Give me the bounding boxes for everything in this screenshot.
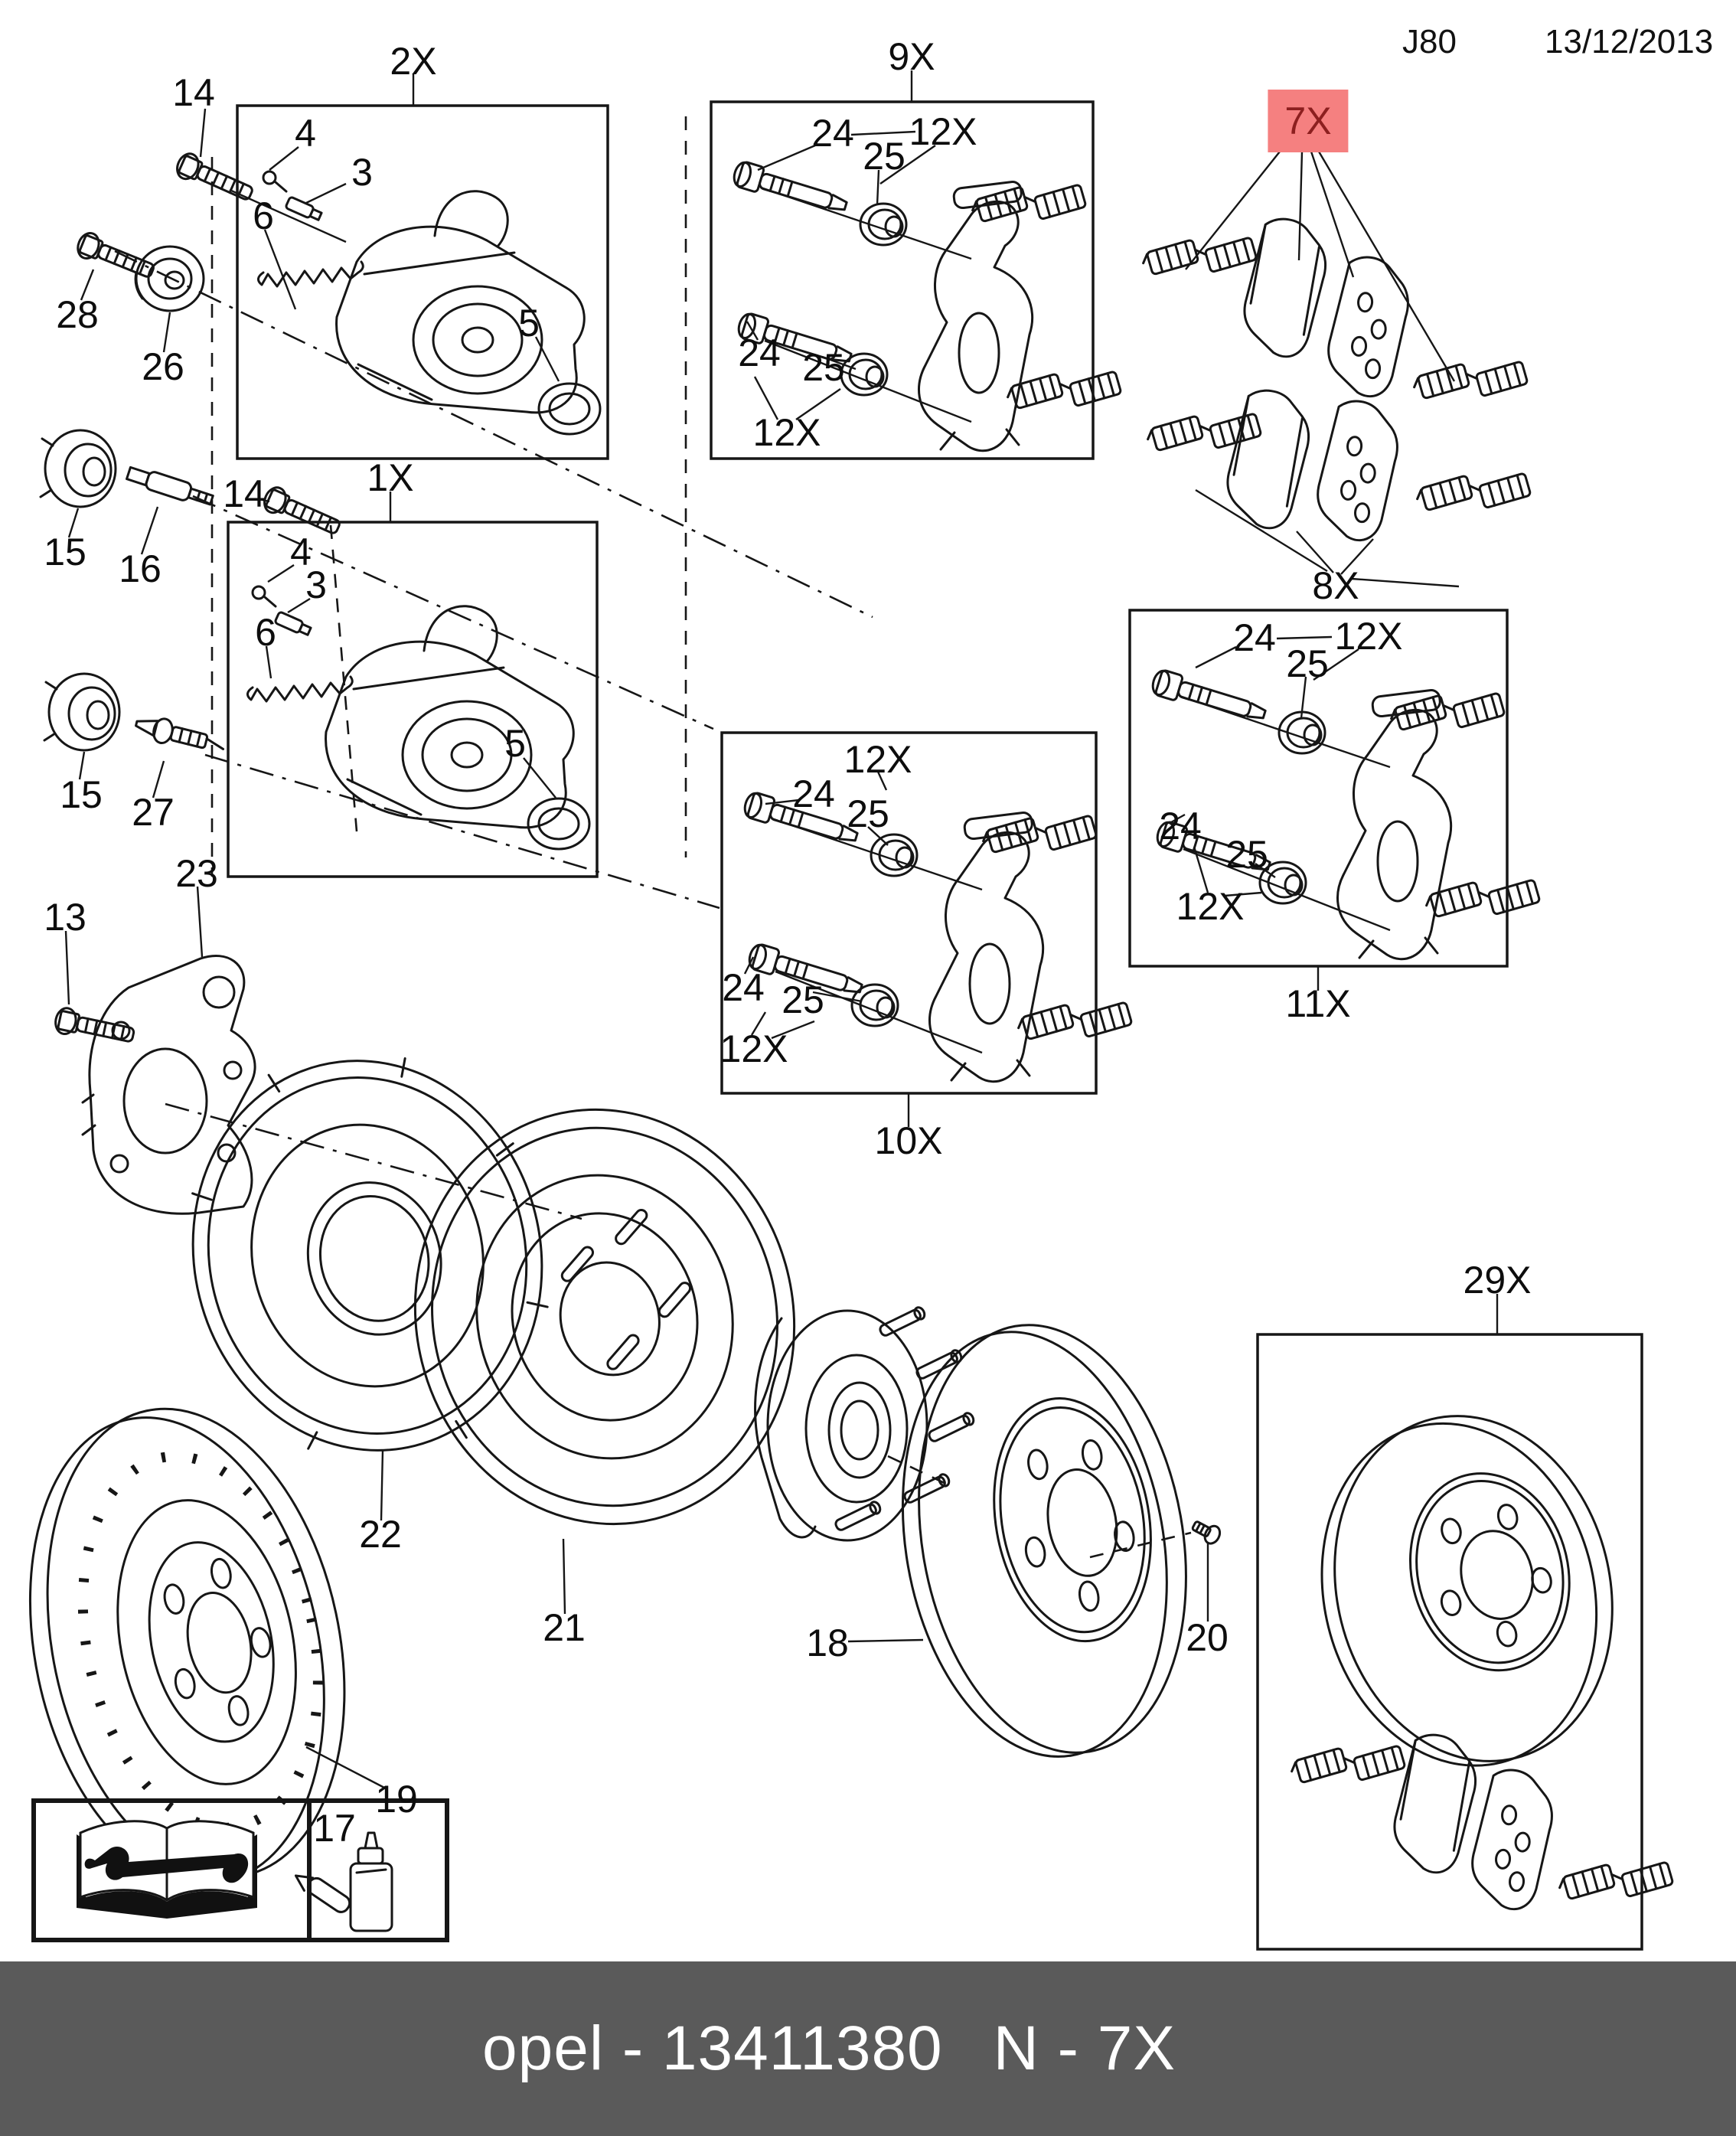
part-callout-22[interactable]: 22 bbox=[359, 1513, 402, 1556]
part-callout-24[interactable]: 24 bbox=[792, 772, 835, 815]
footer-reference-code: N - 7X bbox=[993, 2014, 1176, 2083]
part-callout-23[interactable]: 23 bbox=[175, 852, 218, 895]
anchor-plate-23 bbox=[81, 955, 256, 1215]
part-callout-6[interactable]: 6 bbox=[255, 611, 276, 654]
part-callout-12x[interactable]: 12X bbox=[909, 110, 977, 153]
part-callout-1x[interactable]: 1X bbox=[367, 456, 414, 499]
catalog-section-code: J80 bbox=[1402, 23, 1457, 60]
part-callout-26[interactable]: 26 bbox=[142, 345, 184, 388]
part-callout-24[interactable]: 24 bbox=[811, 112, 854, 155]
group-box-17 bbox=[31, 1798, 449, 1942]
part-callout-6[interactable]: 6 bbox=[253, 194, 274, 237]
diagram-header: J80 13/12/2013 bbox=[0, 23, 1736, 69]
part-callout-29x[interactable]: 29X bbox=[1463, 1259, 1532, 1302]
part-callout-2x[interactable]: 2X bbox=[390, 40, 437, 83]
part-callout-16[interactable]: 16 bbox=[119, 547, 162, 590]
part-callout-24[interactable]: 24 bbox=[722, 966, 765, 1009]
part-callout-28[interactable]: 28 bbox=[56, 293, 99, 336]
part-callout-11x[interactable]: 11X bbox=[1285, 982, 1351, 1025]
brake-disc-18 bbox=[901, 1324, 1187, 1758]
disc-pad-kit-29x bbox=[1287, 1415, 1675, 1916]
part-callout-18[interactable]: 18 bbox=[806, 1622, 849, 1664]
part-callout-8x[interactable]: 8X bbox=[1312, 564, 1359, 607]
adjuster-27 bbox=[135, 717, 225, 750]
part-callout-4[interactable]: 4 bbox=[295, 112, 316, 155]
part-callout-24[interactable]: 24 bbox=[738, 332, 781, 374]
part-callout-24[interactable]: 24 bbox=[1159, 805, 1202, 848]
part-callout-12x[interactable]: 12X bbox=[752, 411, 821, 454]
part-callout-4[interactable]: 4 bbox=[290, 531, 312, 573]
part-callout-10x[interactable]: 10X bbox=[874, 1119, 943, 1162]
part-callout-15[interactable]: 15 bbox=[60, 773, 103, 816]
part-callout-3[interactable]: 3 bbox=[305, 563, 327, 606]
footer-bar: opel - 13411380 N - 7X bbox=[0, 1961, 1736, 2136]
bushing-26 bbox=[134, 245, 205, 312]
part-callout-13[interactable]: 13 bbox=[44, 896, 86, 939]
part-callout-12x[interactable]: 12X bbox=[1176, 885, 1245, 928]
catalog-date: 13/12/2013 bbox=[1545, 23, 1714, 60]
part-callout-5[interactable]: 5 bbox=[504, 722, 526, 765]
dust-shield-21 bbox=[413, 1108, 796, 1526]
part-callout-9x[interactable]: 9X bbox=[888, 35, 935, 78]
group-box-29x bbox=[1256, 1333, 1643, 1951]
part-callout-19[interactable]: 19 bbox=[375, 1778, 418, 1821]
group-box-2x bbox=[236, 104, 609, 460]
part-callout-25[interactable]: 25 bbox=[847, 792, 889, 835]
dust-shield-22 bbox=[191, 1057, 549, 1452]
part-callout-12x[interactable]: 12X bbox=[844, 738, 912, 781]
part-callout-17[interactable]: 17 bbox=[313, 1807, 356, 1850]
part-callout-25[interactable]: 25 bbox=[1225, 833, 1268, 876]
part-callout-25[interactable]: 25 bbox=[863, 135, 906, 178]
footer-brand-part-number: opel - 13411380 bbox=[482, 2014, 943, 2083]
part-callout-27[interactable]: 27 bbox=[132, 791, 175, 834]
part-callout-21[interactable]: 21 bbox=[543, 1606, 586, 1649]
group-box-9x bbox=[710, 100, 1095, 460]
fluid-bottle-icon bbox=[294, 1831, 393, 1932]
wheel-hub-bearing bbox=[754, 1306, 975, 1542]
leader-lines bbox=[64, 70, 1499, 1790]
part-callout-25[interactable]: 25 bbox=[1286, 642, 1329, 685]
part-callout-20[interactable]: 20 bbox=[1186, 1616, 1229, 1659]
part-callout-3[interactable]: 3 bbox=[351, 151, 373, 194]
part-callout-12x[interactable]: 12X bbox=[1334, 615, 1403, 658]
part-callout-7x[interactable]: 7X bbox=[1268, 90, 1349, 152]
part-callout-14[interactable]: 14 bbox=[223, 472, 266, 515]
part-callout-25[interactable]: 25 bbox=[802, 346, 845, 389]
part-callout-25[interactable]: 25 bbox=[782, 978, 824, 1021]
group-box-1x bbox=[227, 521, 599, 878]
adjuster-16 bbox=[126, 465, 214, 506]
part-callout-5[interactable]: 5 bbox=[518, 302, 540, 345]
manual-book-wrench-icon bbox=[77, 1820, 257, 1919]
part-callout-24[interactable]: 24 bbox=[1233, 616, 1276, 659]
part-callout-12x[interactable]: 12X bbox=[720, 1027, 788, 1070]
part-callout-15[interactable]: 15 bbox=[44, 531, 86, 573]
part-callout-14[interactable]: 14 bbox=[172, 71, 215, 114]
